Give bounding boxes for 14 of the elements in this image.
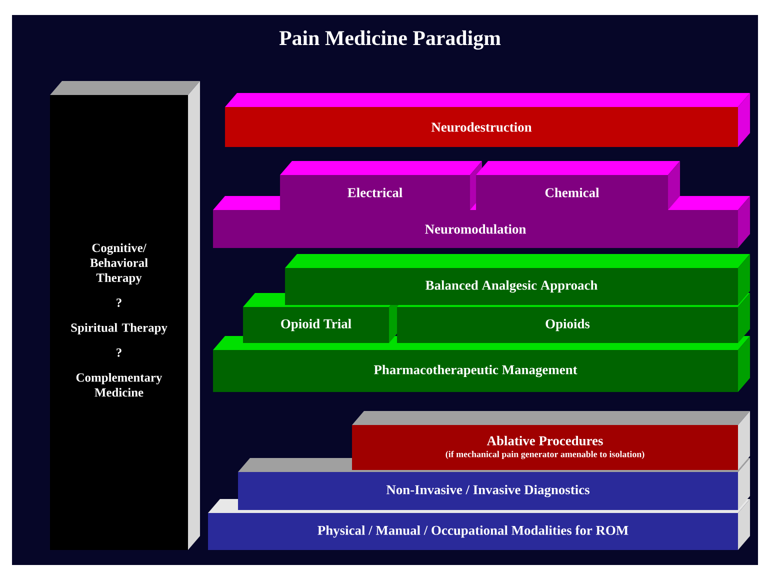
node-label: Pharmacotherapeutic Management (374, 364, 578, 378)
block-box: Chemical (476, 161, 680, 210)
title: Pain Medicine Paradigm (279, 30, 501, 50)
node-label: Opioids (546, 318, 590, 332)
node-label: Opioid Trial (281, 318, 352, 332)
block-box: Neurodestruction (225, 93, 750, 147)
block-box: Electrical (280, 161, 482, 210)
node-label: Electrical (348, 188, 402, 198)
node-label: Neuromodulation (425, 224, 526, 234)
block-box: Balanced Analgesic Approach (285, 254, 750, 305)
node-label: Physical / Manual / Occupational Modalities for ROM (318, 525, 628, 538)
pillar-box: Cognitive/ Behavioral Therapy ? Spiritual Therapy ? Complementary Medicine (50, 81, 200, 550)
block-box: Ablative Procedures (if mechanical pain generator amenable to isolation) (352, 411, 750, 470)
node-label: Chemical (545, 188, 600, 198)
